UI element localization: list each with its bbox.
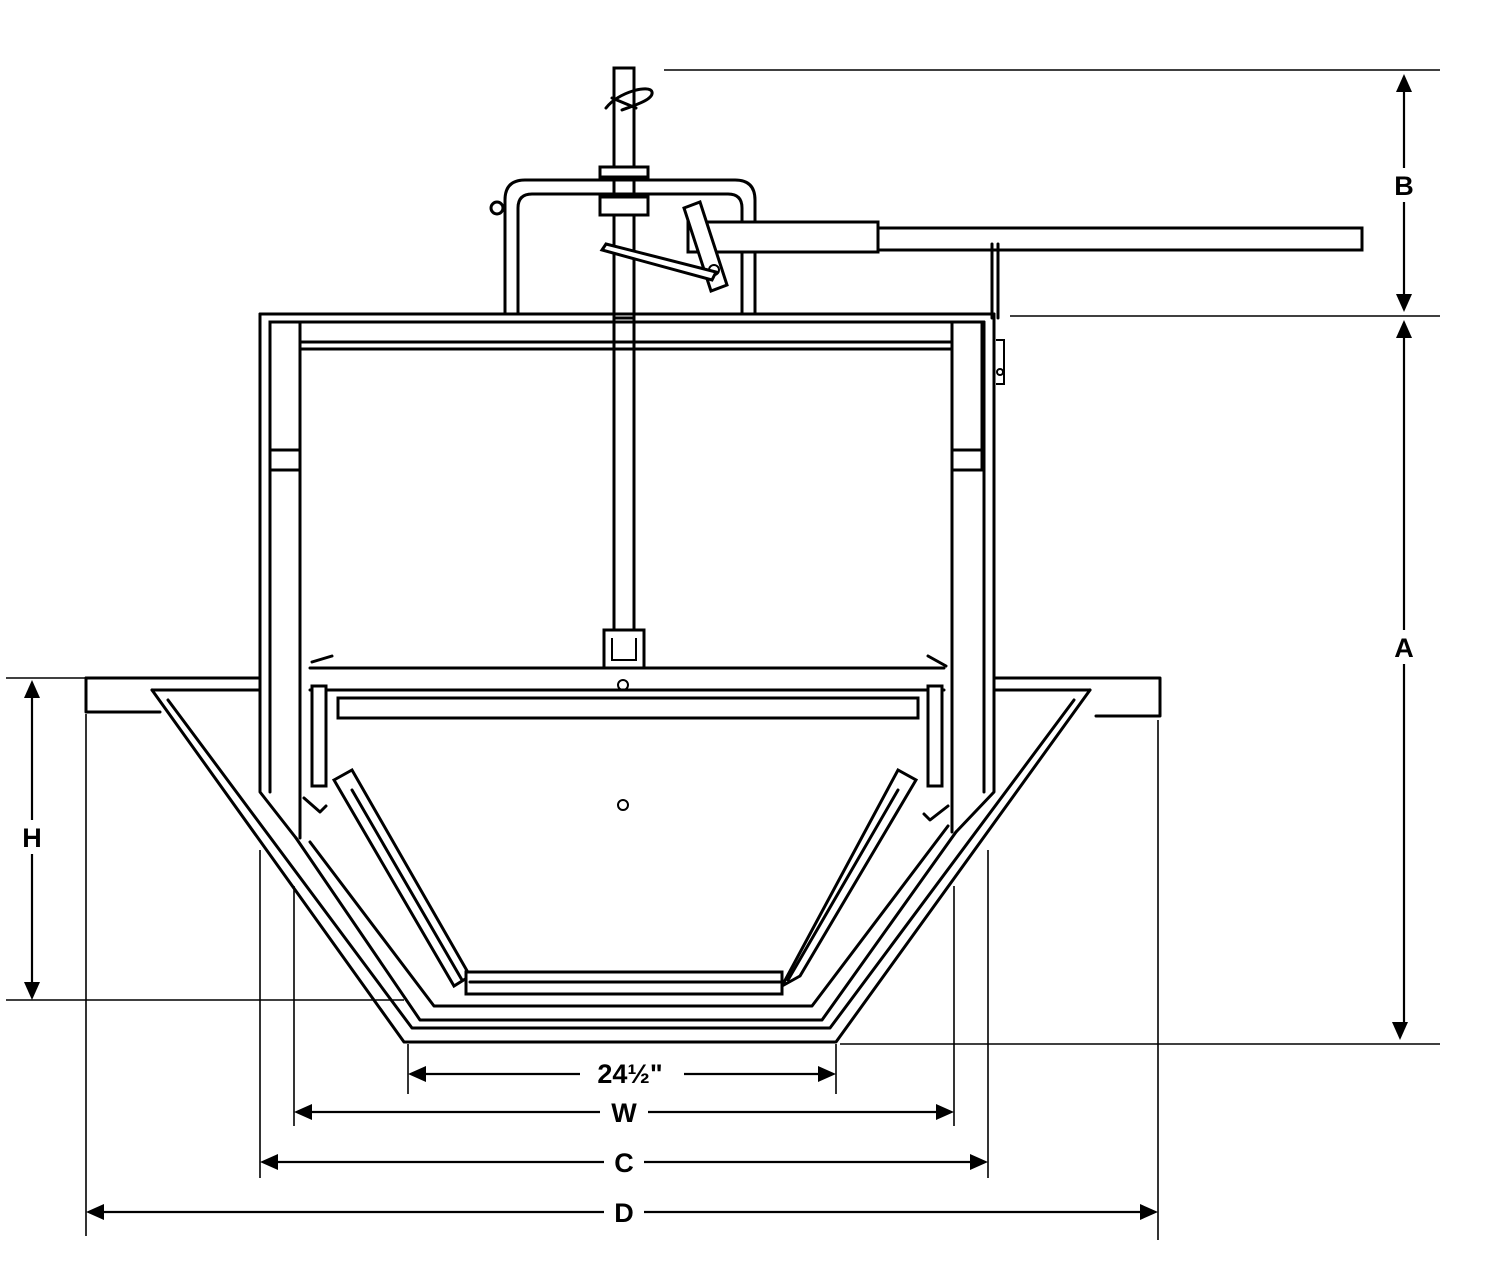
dimension-W xyxy=(294,1104,954,1120)
top-bail-frame xyxy=(489,178,757,316)
release-handle xyxy=(599,200,1364,320)
label-D: D xyxy=(614,1198,634,1228)
label-B: B xyxy=(1394,171,1414,201)
inner-blade xyxy=(302,654,950,996)
label-W: W xyxy=(611,1098,637,1128)
extension-lines xyxy=(6,69,1440,1240)
dimension-C xyxy=(260,1154,988,1170)
dimension-24-half xyxy=(408,1066,836,1082)
surface-plates xyxy=(84,676,1162,718)
outer-trough xyxy=(150,688,1092,1044)
label-A: A xyxy=(1394,633,1414,663)
label-24-half-inch: 24½" xyxy=(597,1059,662,1089)
shield-box-frame xyxy=(258,312,1005,840)
label-H: H xyxy=(22,823,42,853)
label-C: C xyxy=(614,1148,634,1178)
dimension-D xyxy=(86,1204,1158,1220)
dimension-A xyxy=(1392,320,1412,1040)
